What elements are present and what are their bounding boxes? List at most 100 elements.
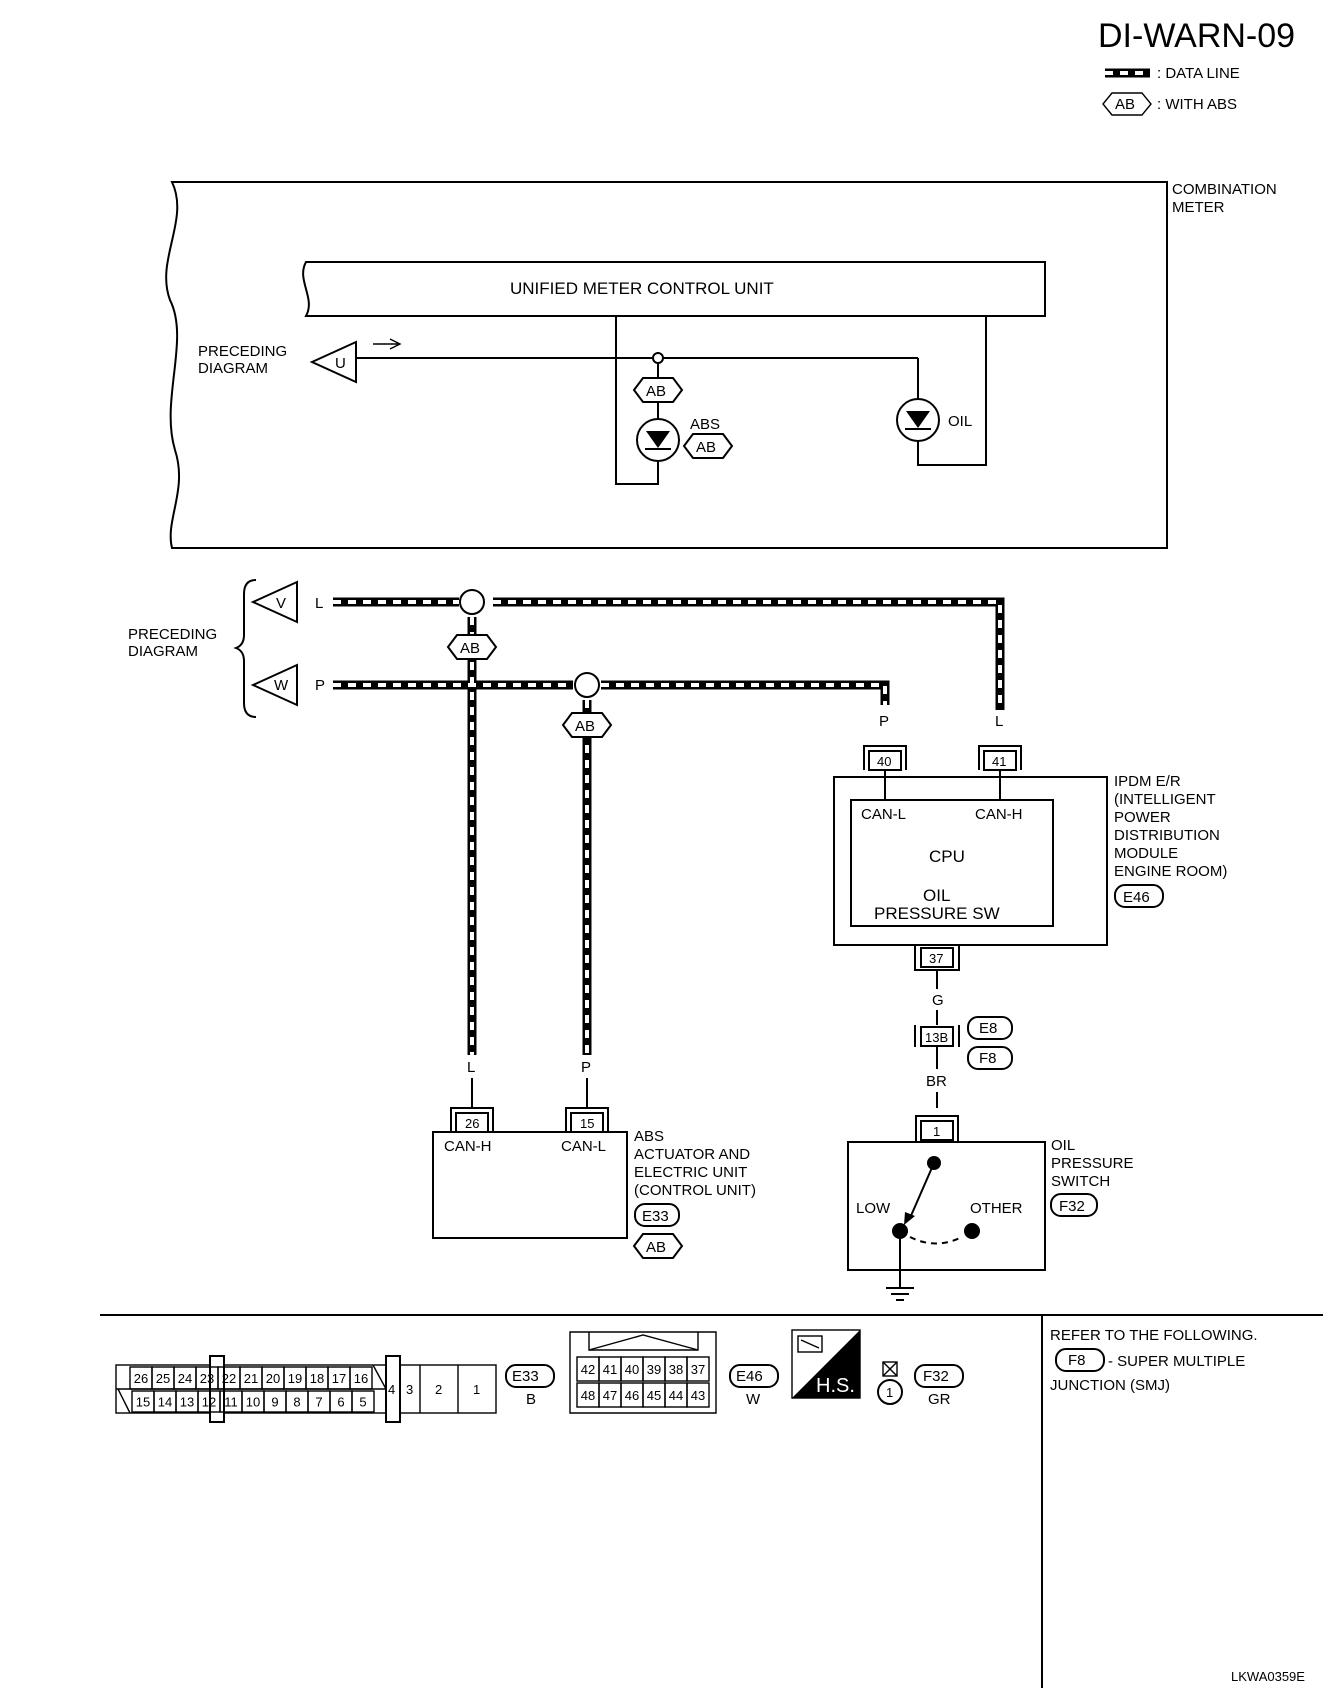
e33-pin-26: 26: [134, 1371, 148, 1386]
e33-pin-17: 17: [332, 1371, 346, 1386]
svg-text:AB: AB: [460, 640, 480, 657]
svg-text:L: L: [315, 595, 323, 612]
meter-internal-wiring: [356, 316, 987, 485]
svg-text:ELECTRIC UNIT: ELECTRIC UNIT: [634, 1164, 747, 1181]
svg-text:MODULE: MODULE: [1114, 845, 1178, 862]
ipdm-oil-label-2: PRESSURE SW: [874, 904, 1000, 923]
abs-warning-lamp: ABS AB: [636, 416, 734, 462]
e33-pin-6: 6: [337, 1395, 344, 1410]
ab-tag-l: AB: [446, 634, 498, 660]
joint-connector: G 13B E8 F8 BR: [914, 970, 1013, 1108]
e46-color: W: [746, 1391, 761, 1408]
e46-pin-48: 48: [581, 1388, 595, 1403]
e33-pin-5-cell: [351, 1390, 375, 1413]
switch-box: [847, 1141, 1046, 1271]
e46-pin-45: 45: [647, 1388, 661, 1403]
ground-symbol: [886, 1239, 914, 1301]
abs-wire-color-l: L: [467, 1059, 475, 1076]
switch-other: OTHER: [970, 1200, 1023, 1217]
e33-pin-7: 7: [315, 1395, 322, 1410]
legend-with-abs: : WITH ABS: [1157, 96, 1237, 113]
data-lines: [333, 589, 1005, 1055]
svg-text:41: 41: [992, 754, 1006, 769]
oil-lamp-label: OIL: [948, 413, 972, 430]
svg-text:AB: AB: [575, 718, 595, 735]
svg-text:1: 1: [933, 1124, 940, 1139]
ipdm-pin-37: 37: [914, 945, 960, 971]
ipdm-er: 40 41 CAN-L CAN-H CPU OIL PRESSURE SW IP…: [833, 745, 1227, 971]
e33-pin-2: 2: [435, 1382, 442, 1397]
svg-text:37: 37: [929, 951, 943, 966]
combination-meter-label-2: METER: [1172, 199, 1225, 216]
abs-can-h: CAN-H: [444, 1138, 492, 1155]
e33-pin-10: 10: [246, 1395, 260, 1410]
svg-text:P: P: [315, 677, 325, 694]
abs-lamp-label: ABS: [690, 416, 720, 433]
svg-text:F8: F8: [979, 1050, 997, 1067]
e46-pin-40: 40: [625, 1362, 639, 1377]
svg-text:IPDM E/R: IPDM E/R: [1114, 773, 1181, 790]
e33-pin-25: 25: [156, 1371, 170, 1386]
svg-text:DISTRIBUTION: DISTRIBUTION: [1114, 827, 1220, 844]
e33-pin-24: 24: [178, 1371, 192, 1386]
svg-text:AB: AB: [1115, 96, 1135, 113]
legend: : DATA LINE AB : WITH ABS: [1102, 65, 1240, 116]
e33-pin-19: 19: [288, 1371, 302, 1386]
svg-text:W: W: [274, 677, 289, 694]
abs-unit-box: [432, 1131, 628, 1239]
abs-unit-name: ABS ACTUATOR AND ELECTRIC UNIT (CONTROL …: [634, 1128, 756, 1199]
e33-pin-20: 20: [266, 1371, 280, 1386]
e33-pin-1: 1: [473, 1382, 480, 1397]
e33-pin-13: 13: [180, 1395, 194, 1410]
svg-text:PRESSURE: PRESSURE: [1051, 1155, 1134, 1172]
e33-name: E33: [512, 1368, 539, 1385]
svg-text:40: 40: [877, 754, 891, 769]
oil-pressure-switch: 1 LOW OTHER OIL PRESSURE SWITCH F32: [847, 1115, 1134, 1301]
connector-view-f32: 1 F32 GR: [877, 1361, 964, 1408]
svg-text:U: U: [335, 355, 346, 372]
notes-refer: REFER TO THE FOLLOWING.: [1050, 1327, 1258, 1344]
notes-f8-desc: - SUPER MULTIPLE: [1108, 1353, 1245, 1370]
svg-text:(CONTROL UNIT): (CONTROL UNIT): [634, 1182, 756, 1199]
svg-text:AB: AB: [696, 439, 716, 456]
splice-point: [652, 352, 664, 364]
ipdm-connector-e46: E46: [1114, 884, 1164, 908]
e33-pin-4: 4: [388, 1382, 395, 1397]
legend-data-line: : DATA LINE: [1157, 65, 1240, 82]
ab-tag-lamp: AB: [682, 433, 734, 459]
e33-pin-5: 5: [359, 1395, 366, 1410]
wire-color-g: G: [932, 992, 944, 1009]
switch-connector-f32: F32: [1050, 1193, 1098, 1217]
svg-text:V: V: [276, 595, 286, 612]
f32-name: F32: [923, 1368, 949, 1385]
with-abs-tag: AB: [1102, 92, 1152, 116]
e46-pin-47: 47: [603, 1388, 617, 1403]
e46-pin-43: 43: [691, 1388, 705, 1403]
svg-text:SWITCH: SWITCH: [1051, 1173, 1110, 1190]
svg-text:F32: F32: [1059, 1198, 1085, 1215]
e33-pin-15: 15: [136, 1395, 150, 1410]
e33-pin-21: 21: [244, 1371, 258, 1386]
svg-text:ENGINE ROOM): ENGINE ROOM): [1114, 863, 1227, 880]
e33-pin-3: 3: [406, 1382, 413, 1397]
ipdm-pin-41: 41: [978, 745, 1022, 786]
wire-color-br: BR: [926, 1073, 947, 1090]
switch-name: OIL PRESSURE SWITCH: [1051, 1137, 1134, 1190]
notes: REFER TO THE FOLLOWING. F8 - SUPER MULTI…: [1050, 1327, 1258, 1394]
e46-pin-42: 42: [581, 1362, 595, 1377]
svg-text:ACTUATOR AND: ACTUATOR AND: [634, 1146, 750, 1163]
svg-text:UNIFIED METER CONTROL UNIT: UNIFIED METER CONTROL UNIT: [510, 279, 774, 298]
e33-pin-8: 8: [293, 1395, 300, 1410]
unified-meter-control-unit: UNIFIED METER CONTROL UNIT: [302, 261, 1046, 317]
svg-text:PRECEDING: PRECEDING: [198, 343, 287, 360]
e33-color: B: [526, 1391, 536, 1408]
abs-can-l: CAN-L: [561, 1138, 606, 1155]
svg-text:AB: AB: [646, 1239, 666, 1256]
oil-warning-lamp: OIL: [896, 398, 972, 442]
abs-actuator-unit: 26 15 CAN-H CAN-L ABS ACTUATOR AND ELECT…: [432, 1078, 756, 1259]
svg-text:E8: E8: [979, 1020, 997, 1037]
ipdm-pin-40: 40: [863, 745, 907, 786]
f32-pin: 1: [886, 1385, 893, 1400]
